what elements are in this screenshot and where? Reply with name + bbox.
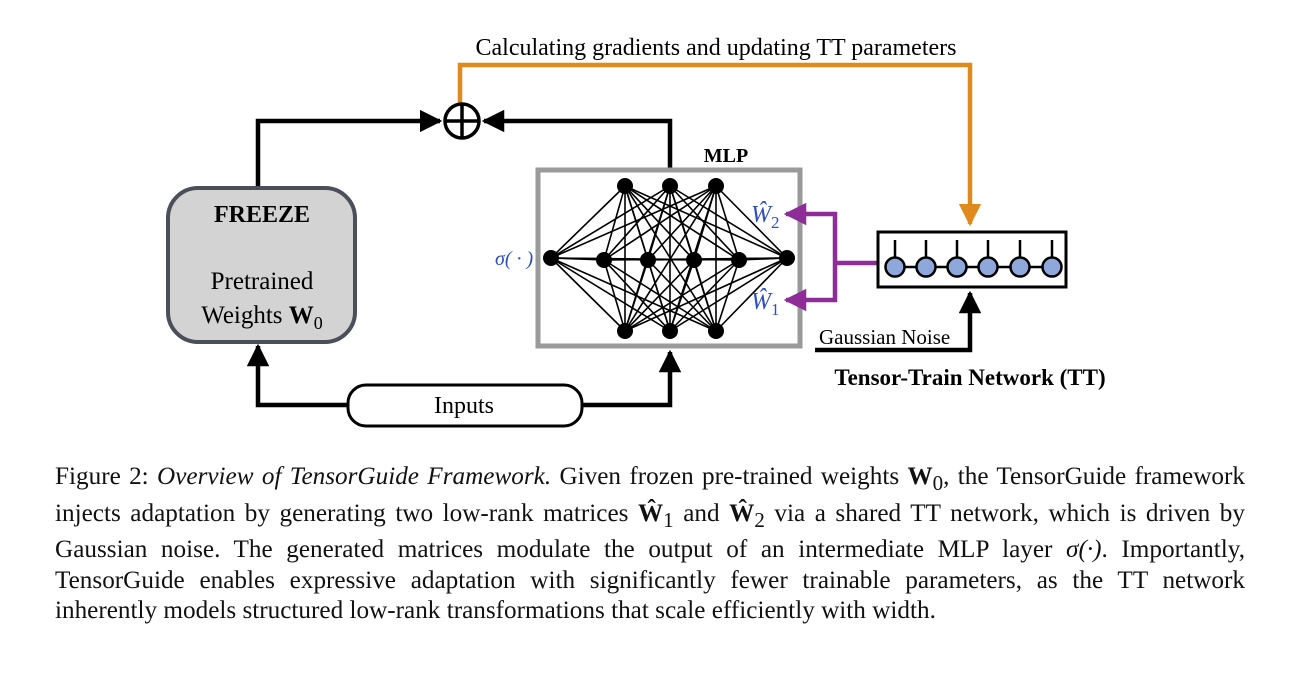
tt-box	[876, 230, 1068, 289]
caption-figure-number: Figure 2:	[55, 463, 149, 490]
w2-hat-label: Ŵ2	[751, 201, 780, 232]
caption-w2: Ŵ	[729, 499, 755, 527]
inputs-to-freeze-arrow	[246, 343, 348, 408]
mlp-connection	[603, 259, 626, 332]
caption-title: Overview of TensorGuide Framework.	[157, 463, 552, 490]
mlp-neuron	[708, 178, 724, 194]
pretrained-label: Pretrained	[211, 268, 314, 295]
mlp-neuron	[617, 178, 633, 194]
mlp-connection	[550, 185, 626, 259]
w2-adapter-arrow	[783, 202, 838, 263]
caption-w1: Ŵ	[637, 499, 664, 527]
tensorguide-diagram: Calculating gradients and updating TT pa…	[166, 35, 1106, 428]
gaussian-noise-label: Gaussian Noise	[819, 325, 950, 349]
mlp-neuron	[640, 252, 656, 268]
gradient-label: Calculating gradients and updating TT pa…	[476, 35, 957, 61]
mlp-connection	[550, 257, 717, 332]
mlp-neuron	[779, 250, 795, 266]
mlp-connection	[550, 257, 626, 332]
caption-and: and	[673, 499, 730, 527]
caption-text-4: . Importantly, TensorGuide enables expre…	[55, 536, 1245, 625]
mlp-to-sum-arrow	[481, 109, 673, 168]
caption-text-1: Given frozen pre-trained weights	[551, 463, 908, 490]
sum-node	[443, 102, 481, 140]
mlp-neuron	[662, 323, 678, 339]
mlp-connection	[603, 185, 626, 261]
caption-sigma: σ(·)	[1066, 536, 1102, 564]
mlp-connection	[715, 185, 740, 261]
tt-core	[1009, 256, 1031, 278]
tt-core	[915, 256, 937, 278]
mlp-connection	[550, 257, 671, 332]
tt-core	[884, 256, 906, 278]
freeze-label: FREEZE	[214, 202, 310, 228]
inputs-to-mlp-arrow	[582, 349, 682, 408]
tt-network-label: Tensor-Train Network (TT)	[834, 365, 1105, 390]
tt-core	[946, 256, 968, 278]
mlp-neuron	[617, 323, 633, 339]
mlp-connection	[624, 185, 717, 332]
mlp-connection	[715, 257, 788, 332]
gradient-arrow	[457, 62, 982, 227]
figure-caption: Figure 2: Overview of TensorGuide Framew…	[55, 462, 1245, 627]
inputs-label: Inputs	[434, 393, 494, 419]
mlp-connection	[550, 185, 717, 259]
mlp-connection	[738, 257, 788, 261]
w1-hat-label: Ŵ1	[751, 288, 780, 319]
mlp-neuron	[686, 252, 702, 268]
mlp-network	[543, 178, 795, 339]
tt-core	[977, 256, 999, 278]
tt-core	[1041, 256, 1063, 278]
inputs-box	[346, 383, 584, 428]
weights-label: Weights W0	[201, 302, 323, 333]
sigma-label: σ( · )	[495, 248, 534, 270]
mlp-neuron	[543, 250, 559, 266]
mlp-connection	[550, 185, 671, 259]
mlp-neuron	[596, 252, 612, 268]
caption-w0: W	[907, 463, 933, 490]
caption-w0-sub: 0	[932, 471, 944, 496]
caption-w1-sub: 1	[663, 507, 674, 532]
caption-text-3: via a shared TT network, which is driven…	[55, 499, 1245, 564]
mlp-connection	[715, 185, 788, 259]
freeze-to-sum-arrow	[255, 109, 443, 188]
mlp-label: MLP	[704, 145, 748, 167]
mlp-neuron	[731, 252, 747, 268]
freeze-box	[166, 186, 357, 344]
caption-w2-sub: 2	[754, 507, 765, 532]
tt-cores	[884, 240, 1063, 278]
caption-text-2: , the TensorGuide framework injects adap…	[55, 463, 1245, 527]
mlp-connection	[715, 259, 740, 332]
noise-arrow	[815, 290, 982, 353]
mlp-neuron	[708, 323, 724, 339]
w1-adapter-arrow	[783, 263, 838, 312]
mlp-connection	[603, 185, 717, 261]
mlp-neuron	[662, 178, 678, 194]
